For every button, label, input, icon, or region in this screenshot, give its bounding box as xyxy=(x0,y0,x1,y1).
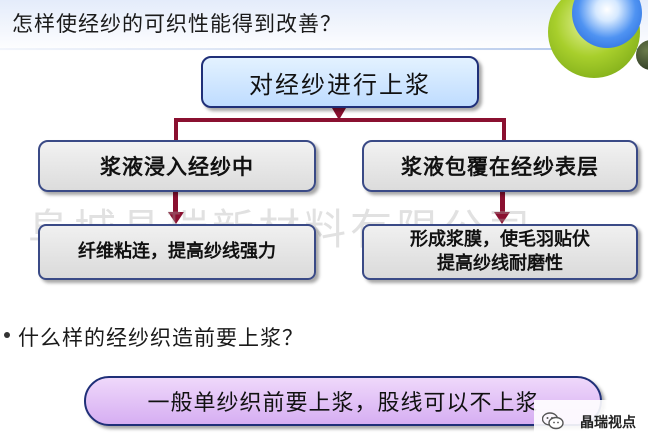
abrasion-result-box: 形成浆膜，使毛羽贴伏 提高纱线耐磨性 xyxy=(362,224,638,280)
sizing-box: 对经纱进行上浆 xyxy=(201,56,479,108)
strength-result-box: 纤维粘连，提高纱线强力 xyxy=(38,224,316,280)
question-bullet xyxy=(4,332,10,338)
wechat-icon xyxy=(542,412,564,430)
decor-dark-sphere xyxy=(636,40,648,70)
connector-left-drop xyxy=(174,118,178,140)
title-underline xyxy=(0,48,648,50)
arrow-head-top xyxy=(332,108,346,120)
slide-title: 怎样使经纱的可织性能得到改善？ xyxy=(12,12,342,36)
connector-horizontal xyxy=(174,118,506,122)
title-bar xyxy=(0,0,648,52)
abrasion-result-line2: 提高纱线耐磨性 xyxy=(437,253,563,274)
answer-box: 一般单纱织前要上浆，股线可以不上浆 xyxy=(84,376,602,426)
badge-label: 晶瑞视点 xyxy=(580,415,636,431)
connector-right-drop xyxy=(502,118,506,140)
abrasion-result-line1: 形成浆膜，使毛羽贴伏 xyxy=(410,229,590,250)
wechat-badge[interactable]: 晶瑞视点 xyxy=(534,400,646,444)
penetration-box: 浆液浸入经纱中 xyxy=(38,140,316,192)
coating-box: 浆液包覆在经纱表层 xyxy=(362,140,638,192)
question-text: 什么样的经纱织造前要上浆？ xyxy=(18,326,304,350)
